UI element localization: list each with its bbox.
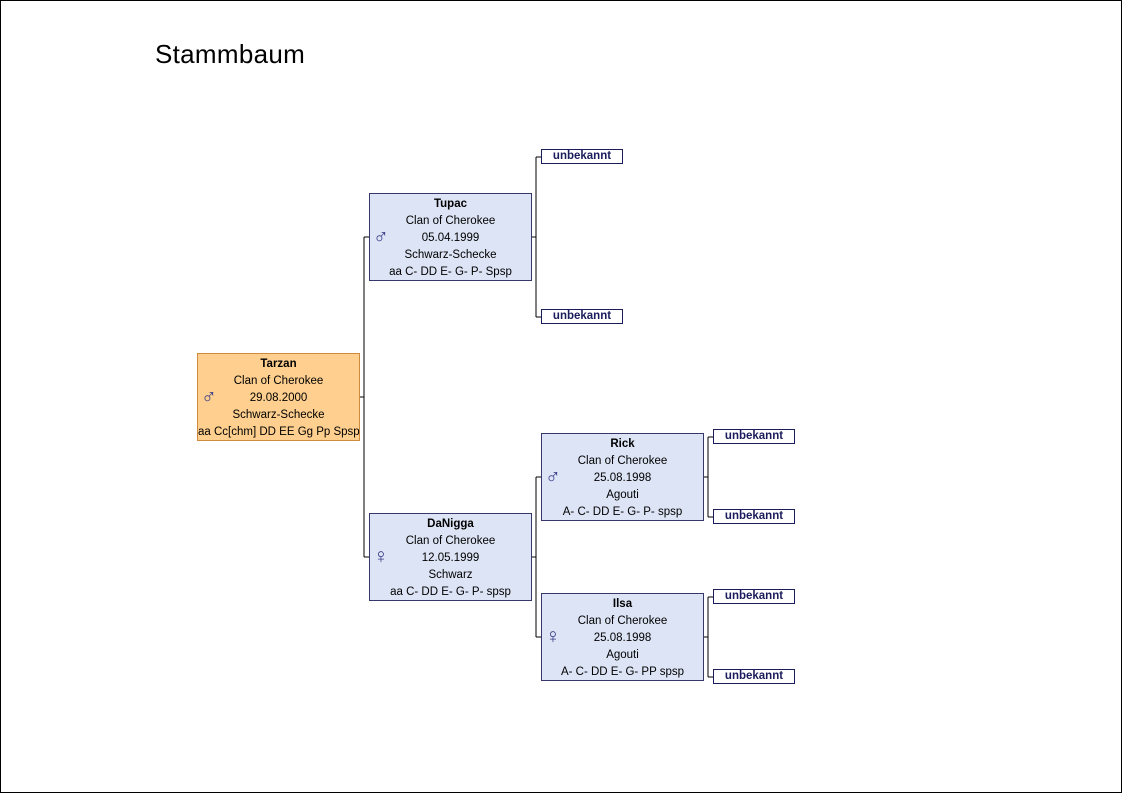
connector-dam-dam-parents	[704, 596, 713, 678]
node-genotype: A- C- DD E- G- PP spsp	[560, 666, 685, 678]
node-unknown-rick-sire[interactable]: unbekannt	[713, 429, 795, 444]
node-birthdate: 29.08.2000	[249, 392, 308, 404]
male-icon: ♂	[373, 225, 389, 248]
node-name: Tarzan	[260, 358, 297, 370]
node-unknown-sire-dam[interactable]: unbekannt	[541, 309, 623, 324]
node-name: DaNigga	[427, 518, 474, 530]
node-birthdate: 25.08.1998	[593, 472, 652, 484]
node-ilsa[interactable]: Ilsa Clan of Cherokee 25.08.1998 Agouti …	[541, 593, 704, 681]
node-birthdate: 12.05.1999	[421, 552, 480, 564]
male-icon: ♂	[545, 465, 561, 488]
node-rick[interactable]: Rick Clan of Cherokee 25.08.1998 Agouti …	[541, 433, 704, 521]
connector-root-parents	[360, 236, 369, 558]
node-breeder: Clan of Cherokee	[577, 455, 668, 467]
node-genotype: aa C- DD E- G- P- Spsp	[389, 266, 512, 278]
female-icon: ♀	[545, 625, 561, 648]
node-name: Rick	[610, 438, 635, 450]
node-birthdate: 05.04.1999	[421, 232, 480, 244]
node-unknown-sire-sire[interactable]: unbekannt	[541, 149, 623, 164]
node-color: Agouti	[606, 489, 639, 501]
page-title: Stammbaum	[155, 39, 306, 69]
node-breeder: Clan of Cherokee	[405, 215, 496, 227]
node-unknown-ilsa-dam[interactable]: unbekannt	[713, 669, 795, 684]
node-breeder: Clan of Cherokee	[405, 535, 496, 547]
node-unknown-rick-dam[interactable]: unbekannt	[713, 509, 795, 524]
male-icon: ♂	[201, 385, 217, 408]
connector-sire-parents	[532, 156, 541, 318]
connector-dam-parents	[532, 476, 541, 638]
node-color: Agouti	[606, 649, 639, 661]
node-color: Schwarz	[428, 569, 473, 581]
node-unknown-ilsa-sire[interactable]: unbekannt	[713, 589, 795, 604]
node-breeder: Clan of Cherokee	[233, 375, 324, 387]
node-color: Schwarz-Schecke	[404, 249, 497, 261]
female-icon: ♀	[373, 545, 389, 568]
connector-dam-sire-parents	[704, 436, 713, 518]
node-tarzan[interactable]: Tarzan Clan of Cherokee 29.08.2000 Schwa…	[197, 353, 360, 441]
node-name: Ilsa	[612, 598, 633, 610]
node-genotype: aa Cc[chm] DD EE Gg Pp Spsp	[198, 426, 360, 438]
node-name: Tupac	[433, 198, 467, 210]
node-breeder: Clan of Cherokee	[577, 615, 668, 627]
node-tupac[interactable]: Tupac Clan of Cherokee 05.04.1999 Schwar…	[369, 193, 532, 281]
node-genotype: aa C- DD E- G- P- spsp	[390, 586, 511, 598]
node-color: Schwarz-Schecke	[232, 409, 325, 421]
node-birthdate: 25.08.1998	[593, 632, 652, 644]
node-danigga[interactable]: DaNigga Clan of Cherokee 12.05.1999 Schw…	[369, 513, 532, 601]
node-genotype: A- C- DD E- G- P- spsp	[562, 506, 683, 518]
